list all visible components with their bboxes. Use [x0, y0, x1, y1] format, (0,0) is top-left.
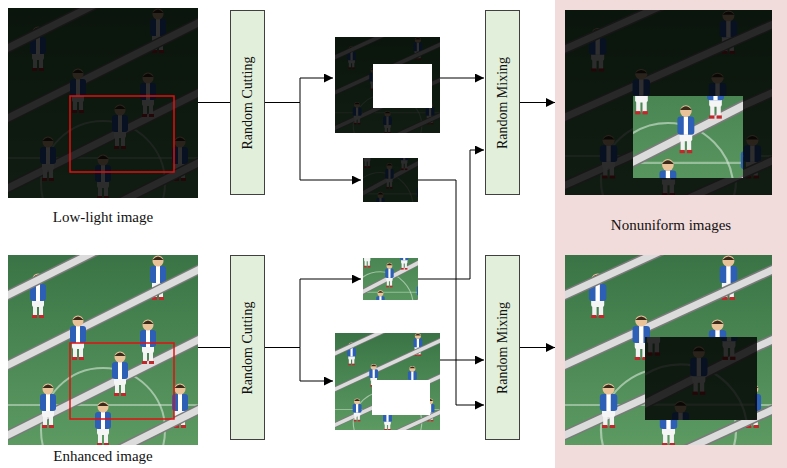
image-caption: Enhanced image — [53, 448, 153, 464]
crop-photo — [325, 176, 436, 350]
image-caption: Nonuniform images — [611, 217, 731, 233]
step-label: Random Cutting — [240, 56, 256, 149]
process-box: Random Mixing — [485, 255, 520, 440]
process-box: Random Mixing — [485, 10, 520, 195]
crop-region — [70, 96, 174, 172]
cut-hole — [372, 380, 430, 415]
flow-lines — [265, 78, 484, 405]
image-frame: Low-light image — [8, 8, 198, 198]
cut-hole — [373, 64, 432, 108]
cut-photo — [329, 7, 445, 166]
connector — [198, 102, 230, 103]
connector — [520, 102, 555, 103]
enhanced-photo — [0, 195, 208, 468]
image-caption: Low-light image — [53, 209, 153, 225]
mixed-photo — [554, 195, 783, 468]
crop-photo — [325, 72, 436, 254]
low-light-photo — [0, 0, 208, 263]
step-label: Random Mixing — [495, 301, 511, 393]
image-frame: Enhanced image — [8, 255, 198, 445]
connector — [198, 347, 230, 348]
mixed-patch — [567, 175, 787, 468]
crop-region — [70, 343, 174, 419]
step-label: Random Mixing — [495, 56, 511, 148]
cut-photo — [329, 302, 445, 463]
mixed-patch — [557, 0, 779, 276]
result-panel: Nonuniform images — [555, 0, 787, 468]
process-box: Random Cutting — [230, 10, 265, 195]
process-box: Random Cutting — [230, 255, 265, 440]
connector — [520, 347, 555, 348]
step-label: Random Cutting — [240, 301, 256, 394]
